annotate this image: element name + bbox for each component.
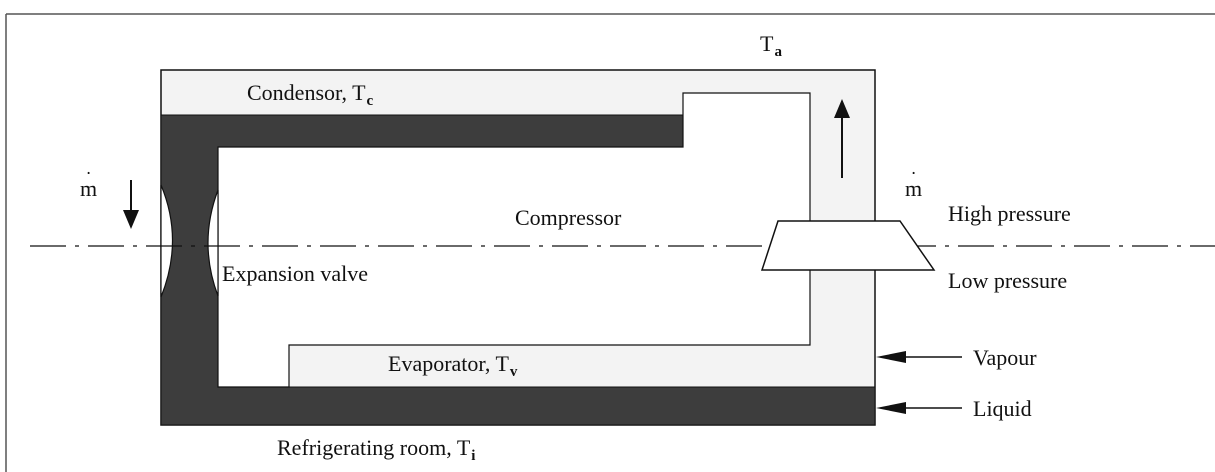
- liquid-arrow-head: [876, 402, 906, 414]
- interior-space: [217, 92, 811, 388]
- high-pressure-label: High pressure: [948, 201, 1071, 226]
- expansion-valve-label: Expansion valve: [222, 261, 369, 286]
- ambient-temp-label: Ta: [760, 31, 782, 60]
- mass-flow-arrow-right-head: [834, 99, 850, 118]
- evaporator-label: Evaporator, Tv: [388, 351, 518, 380]
- mass-flow-label-left: m: [80, 178, 97, 200]
- mass-flow-label-right: m: [905, 178, 922, 200]
- mass-flow-arrow-left-head: [123, 210, 139, 229]
- compressor-label: Compressor: [515, 205, 622, 230]
- liquid-label: Liquid: [973, 396, 1032, 421]
- vapour-label: Vapour: [973, 345, 1037, 370]
- compressor-symbol: [760, 220, 936, 271]
- low-pressure-label: Low pressure: [948, 268, 1068, 293]
- expansion-valve-throat-right: [207, 189, 219, 297]
- vapour-arrow-head: [876, 351, 906, 363]
- refrigerating-room-label: Refrigerating room, Ti: [277, 435, 476, 464]
- condenser-label: Condensor, Tc: [247, 80, 374, 109]
